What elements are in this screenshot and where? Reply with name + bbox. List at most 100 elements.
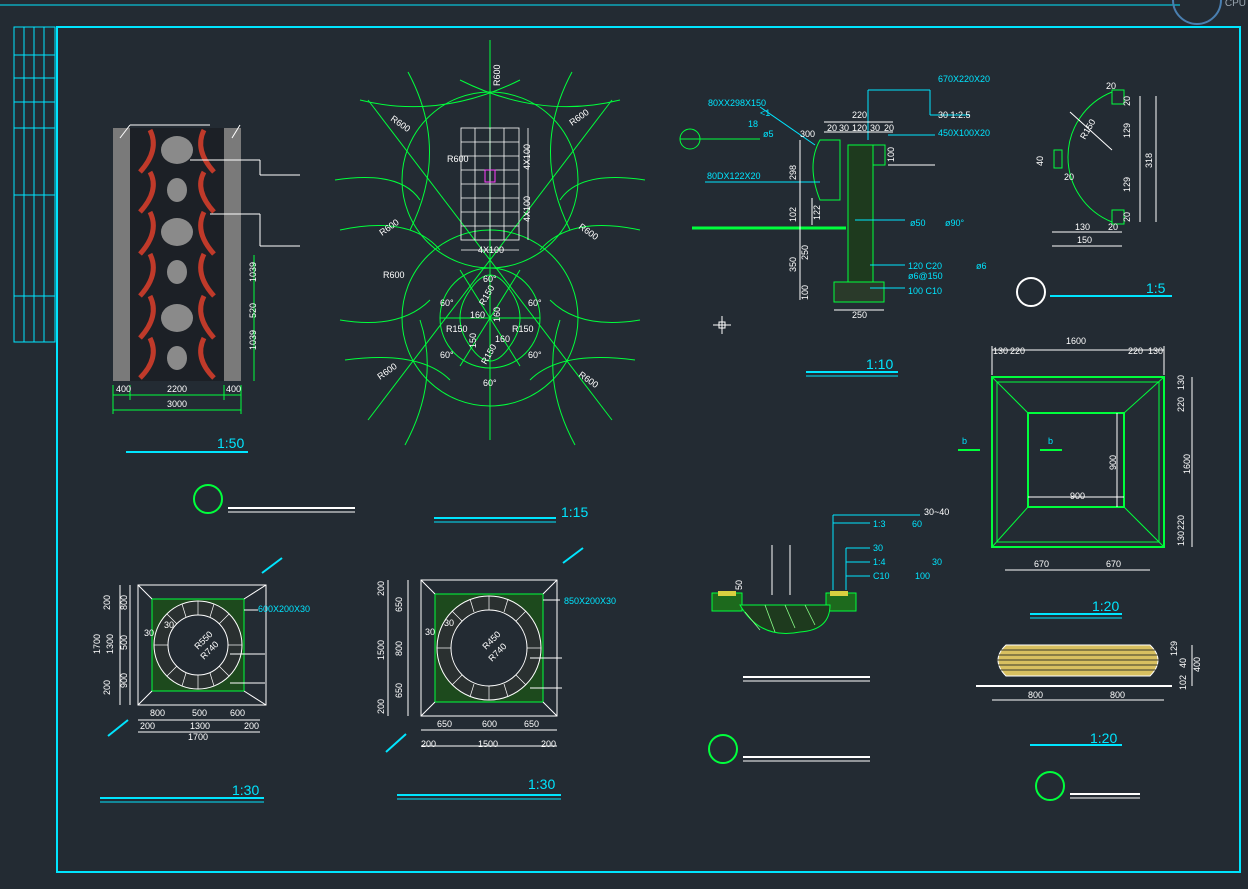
radius-label-tl: R600 — [389, 113, 412, 134]
large-v650-b: 650 — [394, 683, 404, 698]
scale-label-radial: 1:15 — [561, 504, 588, 520]
small-v1700: 1700 — [92, 634, 102, 654]
grid-dim-h2: 4X100 — [522, 196, 532, 222]
arc-detail-panel: 20 R150 20 129 129 20 318 20 40 130 20 1… — [1016, 81, 1172, 307]
planter-dim-130-b: 130 — [1148, 346, 1163, 356]
large-n30-a: 30 — [425, 627, 435, 637]
planter-dim-670-a: 670 — [1034, 559, 1049, 569]
pit-note-8: 100 — [915, 571, 930, 581]
wall-note-6: 18 — [748, 119, 758, 129]
small-b200-b: 200 — [244, 721, 259, 731]
wall-note-2: 30 1:2.5 — [938, 110, 971, 120]
large-n30-b: 30 — [444, 618, 454, 628]
small-b600: 600 — [230, 708, 245, 718]
wall-note-5: <1 — [760, 108, 770, 118]
large-v200-b: 200 — [376, 699, 386, 714]
dim-side-left: 400 — [116, 384, 131, 394]
inner-dim-3: 150 — [468, 333, 478, 348]
section-marker-1 — [193, 484, 223, 514]
elev-dim-102: 102 — [1178, 675, 1188, 690]
arc-dim-129-b: 129 — [1122, 177, 1132, 192]
inner-radius-4: R150 — [479, 342, 498, 366]
wall-note-12: 120 C20 — [908, 261, 942, 271]
radius-label-top: R600 — [492, 64, 502, 86]
small-v800: 800 — [119, 595, 129, 610]
planter-dim-r130: 130 — [1176, 375, 1186, 390]
wall-dim-footing: 250 — [852, 310, 867, 320]
paving-plan-panel: 400 2200 400 3000 1039 520 1039 1:50 — [112, 124, 355, 514]
wall-note-3: 450X100X20 — [938, 128, 990, 138]
planter-dim-r220-a: 220 — [1176, 397, 1186, 412]
title-block-strip — [13, 26, 56, 343]
wall-dim-t5: 20 — [884, 123, 894, 133]
angle-tl: 60° — [440, 298, 454, 308]
wall-note-4: 80XX298X150 — [708, 98, 766, 108]
arc-dim-130: 130 — [1075, 222, 1090, 232]
pit-note-1: 30~40 — [924, 507, 949, 517]
section-marker-elev — [1035, 771, 1065, 801]
dim-side-right: 400 — [226, 384, 241, 394]
arc-dim-radius: R150 — [1078, 117, 1097, 141]
angle-top: 60° — [483, 274, 497, 284]
arc-dim-20-a: 20 — [1122, 96, 1132, 106]
large-b200-b: 200 — [541, 739, 556, 749]
large-v200-a: 200 — [376, 581, 386, 596]
wall-note-8: 300 — [800, 129, 815, 139]
tree-pit-section-panel: 30~40 1:3 60 30 1:4 30 C10 100 50 — [708, 507, 949, 764]
planter-plan-panel: 1600 130 220 220 130 130 220 1600 220 13… — [958, 336, 1193, 619]
wall-note-10: ø50 — [910, 218, 926, 228]
viewcube-icon[interactable] — [1172, 0, 1222, 25]
dim-vertical-2: 520 — [248, 303, 258, 318]
large-b1500: 1500 — [478, 739, 498, 749]
arc-dim-20-top: 20 — [1106, 81, 1116, 91]
radius-label-bl: R600 — [375, 361, 398, 382]
arc-dim-20-b: 20 — [1122, 212, 1132, 222]
grid-dim-width: 4X100 — [478, 245, 504, 255]
inner-dim-4: 160 — [492, 307, 502, 322]
wall-dim-t1: 20 — [827, 123, 837, 133]
arc-dim-40: 40 — [1035, 156, 1045, 166]
crosshair-cursor-icon — [713, 316, 731, 334]
pit-note-6: 30 — [932, 557, 942, 567]
scale-label-planter-plan: 1:20 — [1092, 598, 1119, 614]
elev-dim-129: 129 — [1169, 641, 1179, 656]
arc-dim-129-a: 129 — [1122, 123, 1132, 138]
planter-dim-220-a: 220 — [1010, 346, 1025, 356]
wall-note-7: ø5 — [763, 129, 774, 139]
small-b1300: 1300 — [190, 721, 210, 731]
radius-label-left: R600 — [383, 270, 405, 280]
dim-total: 3000 — [167, 399, 187, 409]
arc-dim-150: 150 — [1077, 235, 1092, 245]
planter-dim-r220-b: 220 — [1176, 515, 1186, 530]
large-b650-a: 650 — [437, 719, 452, 729]
paving-strip-left — [113, 128, 130, 381]
wall-note-15: ø6 — [976, 261, 987, 271]
section-cut-b-right: b — [1048, 436, 1053, 446]
wall-dim-t2: 30 — [839, 123, 849, 133]
wall-dim-100-right: 100 — [886, 147, 896, 162]
wall-dim-102: 102 — [788, 207, 798, 222]
wall-dim-t3: 120 — [852, 123, 867, 133]
large-v800: 800 — [394, 641, 404, 656]
angle-bl: 60° — [440, 350, 454, 360]
large-b200-a: 200 — [421, 739, 436, 749]
radius-label-mr: R600 — [577, 221, 600, 242]
scale-label-planter-elev: 1:20 — [1090, 730, 1117, 746]
small-v200-a: 200 — [102, 595, 112, 610]
footing — [833, 281, 885, 303]
section-cut-b-left: b — [962, 436, 967, 446]
large-v1500: 1500 — [376, 640, 386, 660]
inner-radius-1: R150 — [477, 283, 496, 307]
planter-dim-inner-h: 900 — [1108, 455, 1118, 470]
arc-dim-20-w: 20 — [1108, 222, 1118, 232]
small-v200-b: 200 — [102, 680, 112, 695]
large-b650-b: 650 — [524, 719, 539, 729]
pit-note-5: 1:4 — [873, 557, 886, 567]
scale-label-large-grate: 1:30 — [528, 776, 555, 792]
angle-br: 60° — [528, 350, 542, 360]
small-b200-a: 200 — [140, 721, 155, 731]
radial-plan-panel: 4X100 4X100 4X100 R600 R600 R600 R600 R6… — [334, 40, 646, 523]
small-grate-note: 600X200X30 — [258, 604, 310, 614]
paving-pattern — [138, 128, 216, 380]
